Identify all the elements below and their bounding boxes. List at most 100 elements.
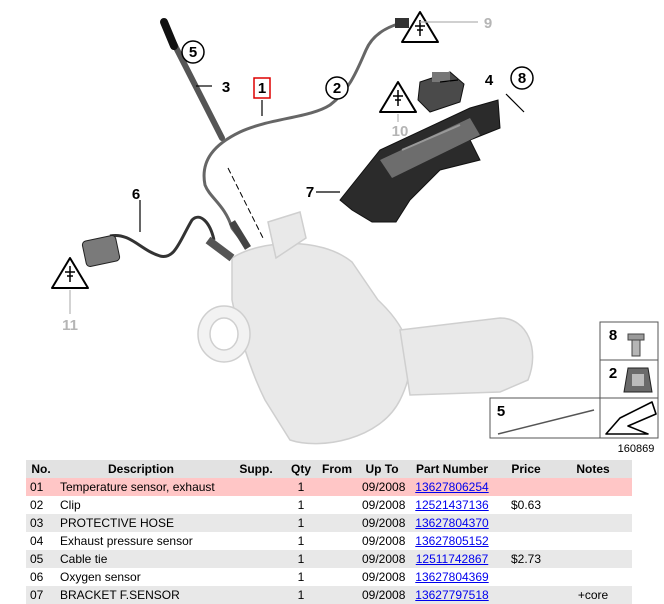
cell-supp [226, 586, 286, 604]
table-row[interactable]: 04 Exhaust pressure sensor 1 09/2008 136… [26, 532, 632, 550]
part-number-link[interactable]: 13627797518 [415, 588, 489, 602]
cell-qty: 1 [286, 514, 316, 532]
bracket-part-7 [339, 99, 501, 223]
cell-notes [554, 478, 632, 496]
arrow-icon [605, 401, 657, 435]
cell-from [316, 478, 358, 496]
cell-notes [554, 550, 632, 568]
cell-description: Clip [56, 496, 226, 514]
callout-circle-5 [181, 40, 205, 64]
callout-4: 4 [485, 72, 494, 89]
cell-description: BRACKET F.SENSOR [56, 586, 226, 604]
header-notes: Notes [554, 460, 632, 478]
callout-circle-8 [510, 66, 534, 90]
callout-box-1 [253, 77, 271, 99]
header-price: Price [498, 460, 554, 478]
cell-from [316, 550, 358, 568]
small-parts-inset: 8 2 5 [489, 321, 659, 439]
header-description: Description [56, 460, 226, 478]
cell-supp [226, 532, 286, 550]
part-number-link[interactable]: 12511742867 [415, 552, 489, 566]
cell-price [498, 568, 554, 586]
cell-up-to: 09/2008 [358, 586, 406, 604]
callout-1: 1 [258, 80, 266, 97]
cell-up-to: 09/2008 [358, 514, 406, 532]
callout-6: 6 [132, 186, 140, 203]
bolt-icon [627, 333, 645, 357]
table-row[interactable]: 05 Cable tie 1 09/2008 12511742867 $2.73 [26, 550, 632, 568]
cell-from [316, 496, 358, 514]
cell-price: $2.73 [498, 550, 554, 568]
header-up-to: Up To [358, 460, 406, 478]
table-row[interactable]: 02 Clip 1 09/2008 12521437136 $0.63 [26, 496, 632, 514]
cell-notes [554, 496, 632, 514]
cell-price [498, 532, 554, 550]
cell-up-to: 09/2008 [358, 478, 406, 496]
cell-notes [554, 568, 632, 586]
oxygen-sensor-part-6 [81, 215, 235, 268]
cell-description: PROTECTIVE HOSE [56, 514, 226, 532]
cell-description: Oxygen sensor [56, 568, 226, 586]
cell-qty: 1 [286, 586, 316, 604]
catalytic-converter-illustration [197, 211, 534, 445]
callout-leaders [139, 79, 525, 232]
cell-qty: 1 [286, 550, 316, 568]
cell-supp [226, 568, 286, 586]
cell-qty: 1 [286, 532, 316, 550]
part-number-link[interactable]: 13627804369 [415, 570, 489, 584]
electrical-warning-icon-11 [51, 257, 89, 314]
electrical-warning-icon-10 [379, 81, 417, 113]
cell-supp [226, 478, 286, 496]
inset-label-2: 2 [609, 365, 617, 382]
cell-description: Cable tie [56, 550, 226, 568]
cell-from [316, 514, 358, 532]
clip-icon [623, 367, 653, 393]
cell-price [498, 586, 554, 604]
part-number-link[interactable]: 12521437136 [415, 498, 489, 512]
callout-labels: 5 3 1 2 4 8 7 6 9 10 11 [62, 15, 534, 334]
inset-label-8: 8 [609, 327, 617, 344]
cell-no: 07 [26, 586, 56, 604]
part-number-link[interactable]: 13627804370 [415, 516, 489, 530]
cell-description: Exhaust pressure sensor [56, 532, 226, 550]
cell-no: 05 [26, 550, 56, 568]
table-row[interactable]: 06 Oxygen sensor 1 09/2008 13627804369 [26, 568, 632, 586]
callout-11: 11 [62, 317, 78, 334]
cell-price [498, 514, 554, 532]
callout-10: 10 [392, 123, 409, 140]
callout-8: 8 [518, 70, 526, 87]
parts-diagram: 5 3 1 2 4 8 7 6 9 10 11 8 [51, 11, 659, 455]
cell-up-to: 09/2008 [358, 550, 406, 568]
part-number-link[interactable]: 13627805152 [415, 534, 489, 548]
cell-supp [226, 550, 286, 568]
cell-from [316, 568, 358, 586]
cell-supp [226, 514, 286, 532]
callout-9: 9 [484, 15, 492, 32]
callout-7: 7 [306, 184, 314, 201]
cell-from [316, 532, 358, 550]
callout-3: 3 [222, 79, 230, 96]
header-part-number: Part Number [406, 460, 498, 478]
cell-notes [554, 514, 632, 532]
diagram-image-number: 160869 [618, 443, 655, 455]
header-supp: Supp. [226, 460, 286, 478]
pressure-sensor-part-4 [417, 71, 465, 113]
table-row[interactable]: 01 Temperature sensor, exhaust 1 09/2008… [26, 478, 632, 496]
cell-notes [554, 532, 632, 550]
callout-2: 2 [333, 80, 341, 97]
cell-no: 04 [26, 532, 56, 550]
callout-circle-2 [325, 76, 349, 100]
table-row[interactable]: 07 BRACKET F.SENSOR 1 09/2008 1362779751… [26, 586, 632, 604]
cell-no: 02 [26, 496, 56, 514]
cell-no: 01 [26, 478, 56, 496]
cell-from [316, 586, 358, 604]
cell-notes: +core [554, 586, 632, 604]
part-number-link[interactable]: 13627806254 [415, 480, 489, 494]
cable-tie-icon [497, 409, 595, 435]
header-no: No. [26, 460, 56, 478]
header-from: From [316, 460, 358, 478]
cell-qty: 1 [286, 496, 316, 514]
cell-no: 06 [26, 568, 56, 586]
cell-supp [226, 496, 286, 514]
table-row[interactable]: 03 PROTECTIVE HOSE 1 09/2008 13627804370 [26, 514, 632, 532]
